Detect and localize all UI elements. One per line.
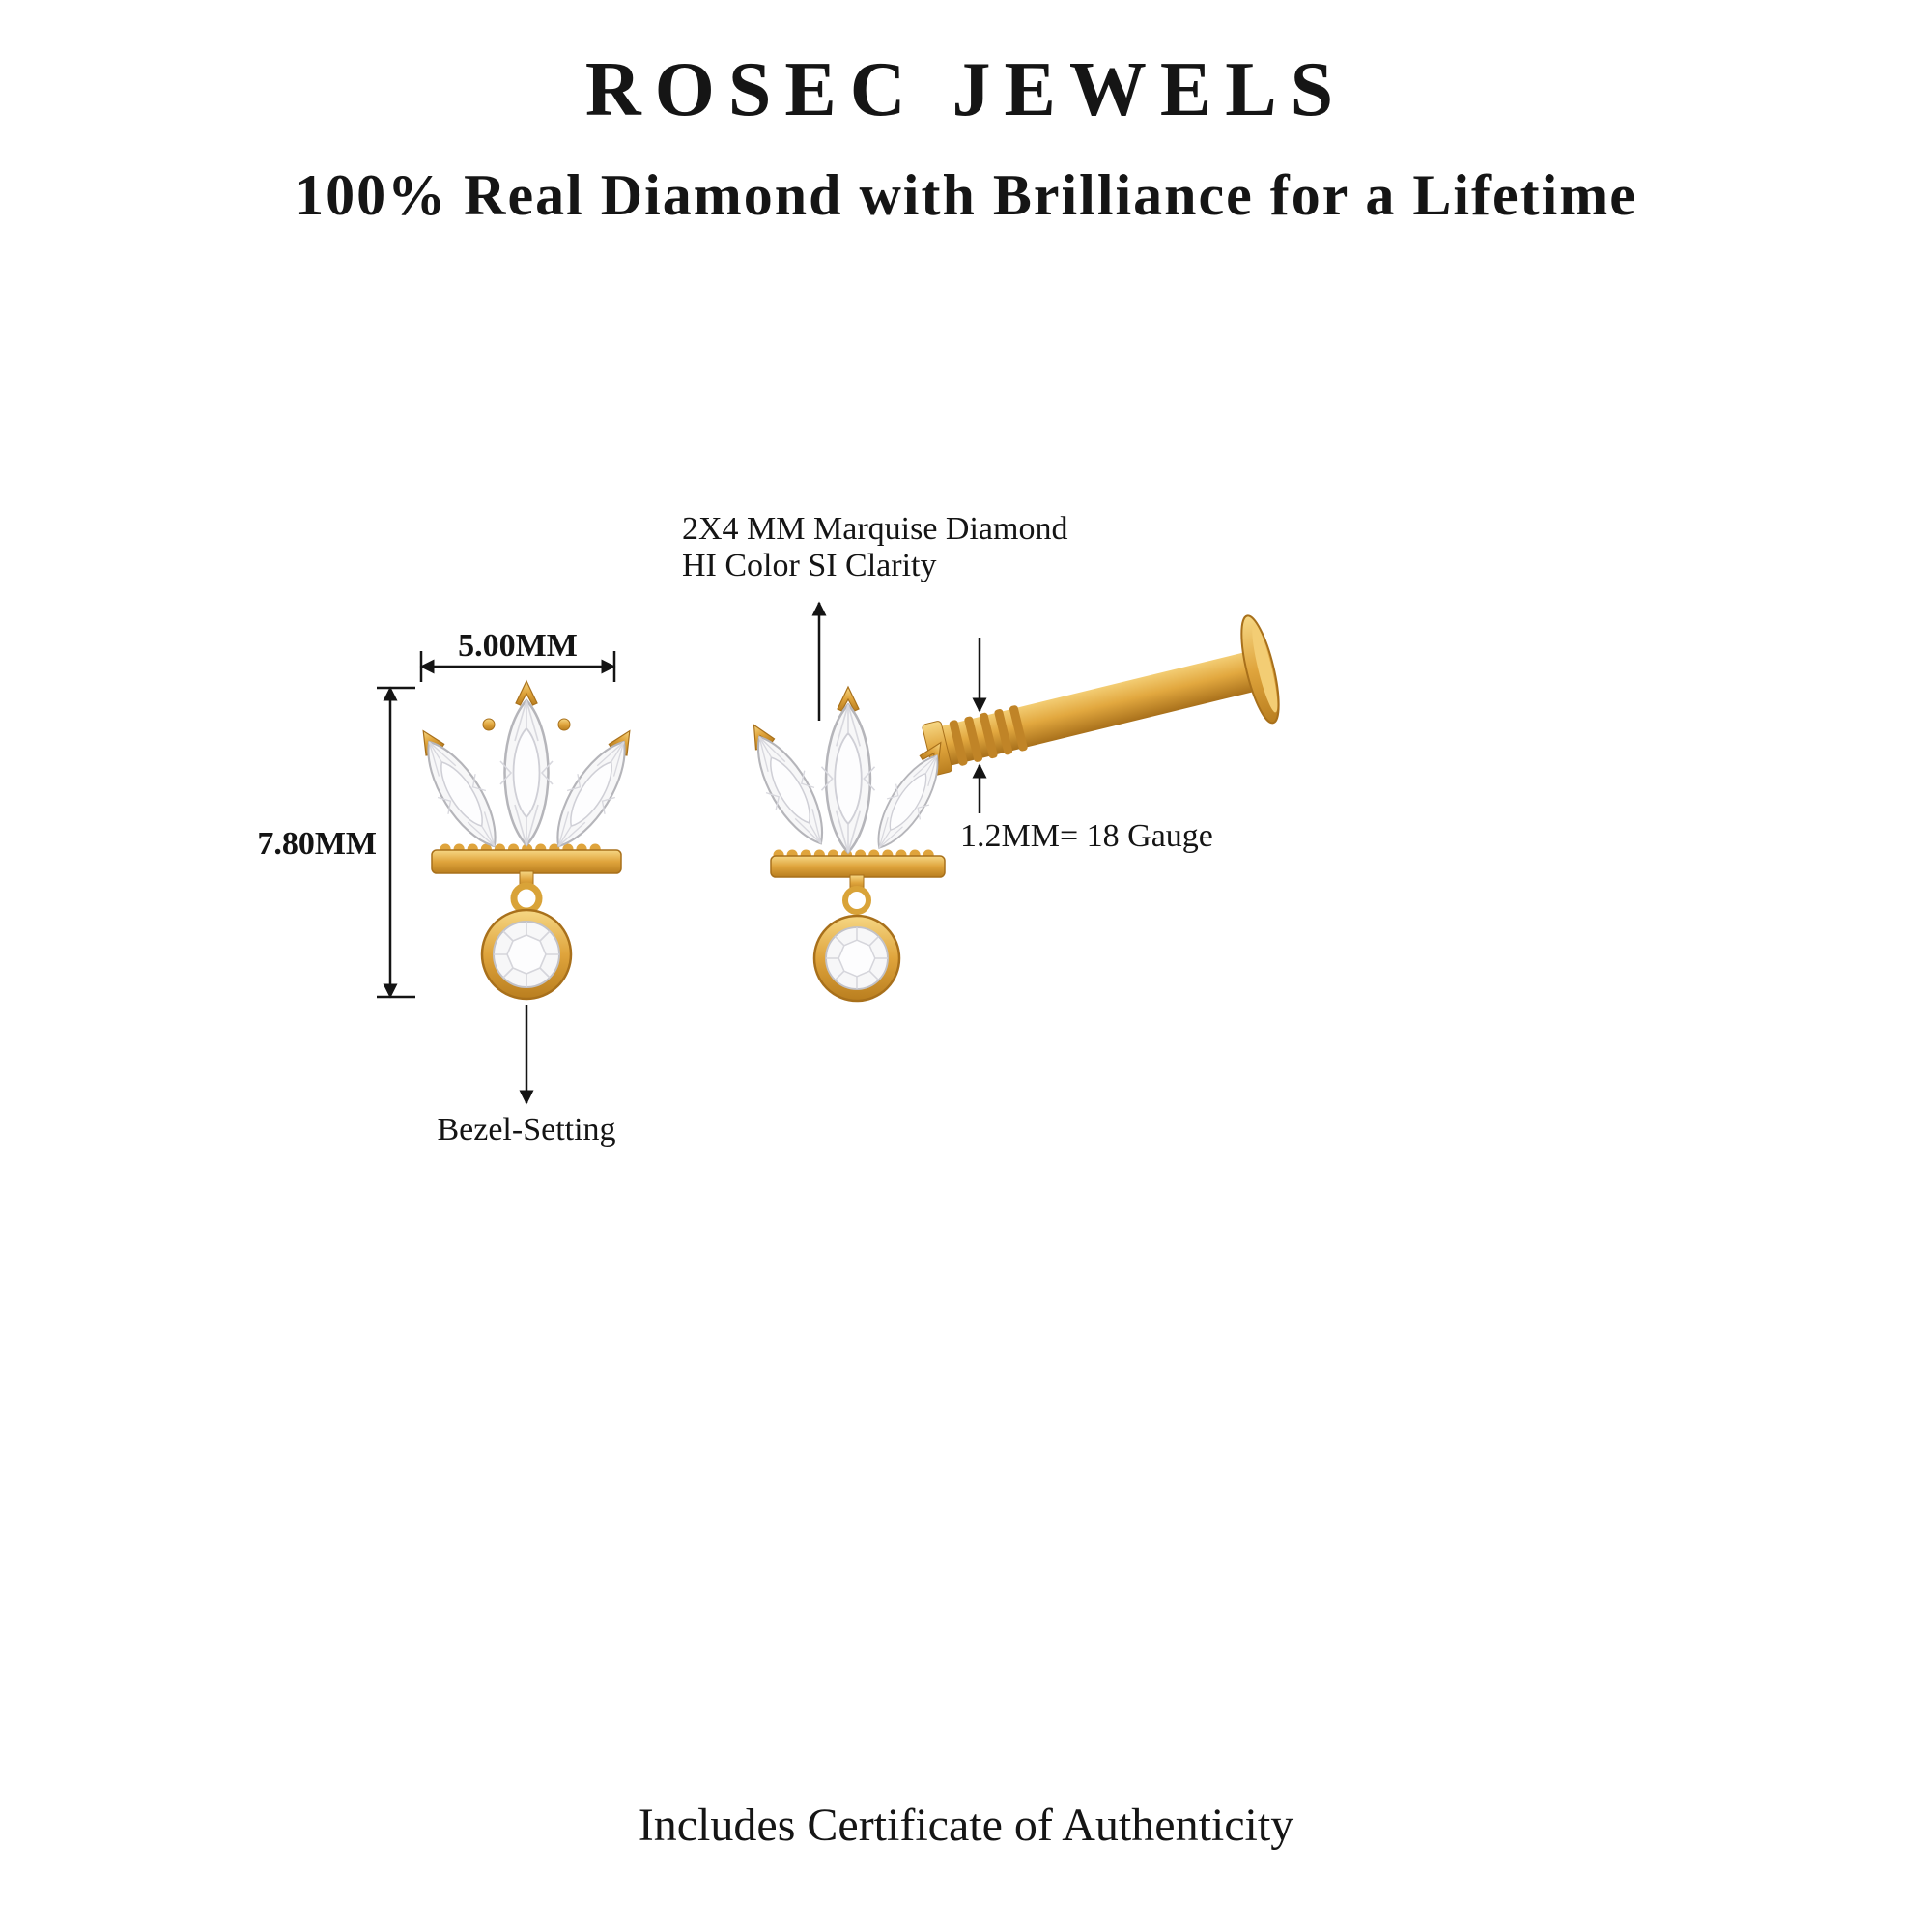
tagline: 100% Real Diamond with Brilliance for a … [295, 163, 1637, 227]
round-diamond-drop [825, 926, 889, 990]
height-dimension: 7.80MM [257, 686, 415, 999]
bezel-setting-callout: Bezel-Setting [437, 1005, 616, 1148]
prong-icon [482, 718, 496, 731]
brand-title: ROSEC JEWELS [584, 47, 1348, 132]
width-dimension-label: 5.00MM [458, 628, 578, 664]
gold-bar [431, 849, 622, 874]
jump-ring [510, 882, 543, 915]
gauge-label: 1.2MM= 18 Gauge [960, 818, 1213, 854]
post-shaft [932, 648, 1269, 768]
prong-icon [557, 718, 571, 731]
disc-highlight [1252, 624, 1278, 713]
width-dimension: 5.00MM [419, 628, 616, 682]
marquise-diamond-center [498, 698, 554, 847]
earring-side-view-illustration [739, 614, 1280, 1003]
post-gauge-callout: 1.2MM= 18 Gauge [960, 638, 1213, 854]
marquise-note-line2: HI Color SI Clarity [682, 548, 936, 583]
marquise-diamond-center [820, 703, 876, 854]
marquise-note-line1: 2X4 MM Marquise Diamond [682, 511, 1067, 547]
jump-ring [842, 886, 871, 915]
thread-ridge [949, 720, 968, 766]
thread-ridge [994, 709, 1013, 755]
height-dimension-label: 7.80MM [257, 826, 377, 862]
thread-ridge [964, 716, 983, 762]
gold-bar [770, 855, 946, 878]
certificate-note: Includes Certificate of Authenticity [638, 1800, 1294, 1851]
round-diamond-drop [493, 921, 560, 988]
thread-ridge [979, 712, 998, 759]
marquise-diamond-callout: 2X4 MM Marquise Diamond HI Color SI Clar… [682, 511, 1067, 721]
labret-post [922, 614, 1280, 776]
thread-ridge [1009, 705, 1028, 752]
bezel-setting-label: Bezel-Setting [437, 1112, 615, 1148]
earring-front-view-illustration [409, 680, 644, 1001]
